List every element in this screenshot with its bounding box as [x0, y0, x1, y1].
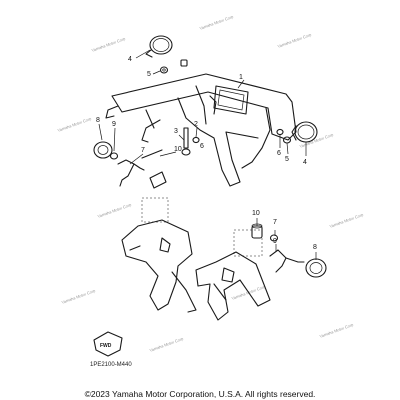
- part-3-bolt[interactable]: [181, 127, 191, 156]
- part-10-bushing-right[interactable]: [251, 223, 263, 239]
- part-10-bushing-left[interactable]: [141, 149, 167, 189]
- leader-lines: [98, 49, 317, 260]
- watermark: Yamaha Motor Corp: [91, 36, 127, 53]
- watermark: Yamaha Motor Corp: [277, 32, 313, 49]
- copyright-notice: ©2023 Yamaha Motor Corporation, U.S.A. A…: [84, 389, 316, 399]
- part-2-plate[interactable]: [213, 85, 249, 115]
- watermark: Yamaha Motor Corp: [61, 288, 97, 305]
- part-6-washer-left[interactable]: [192, 136, 200, 144]
- diagram-code: 1PE2100-M440: [90, 362, 132, 368]
- assembly-guide-left: [141, 197, 169, 223]
- callout-6-right[interactable]: 6: [277, 150, 281, 157]
- watermarks: Yamaha Motor Corp Yamaha Motor Corp Yama…: [57, 14, 365, 353]
- part-5-washer-top[interactable]: [159, 66, 169, 74]
- watermark: Yamaha Motor Corp: [199, 14, 235, 31]
- part-8-grip-left[interactable]: [93, 141, 113, 159]
- watermark: Yamaha Motor Corp: [329, 212, 365, 229]
- assembly-guide-right: [233, 229, 263, 257]
- part-6-washer-right[interactable]: [276, 128, 284, 136]
- callout-8-right[interactable]: 8: [313, 244, 317, 251]
- watermark: Yamaha Motor Corp: [57, 116, 93, 133]
- front-arrow-label: FWD: [100, 343, 112, 349]
- part-8-grip-right[interactable]: [305, 258, 327, 278]
- part-1-handle-frame[interactable]: [105, 73, 297, 187]
- right-bracket-assembly[interactable]: [195, 251, 271, 321]
- callout-9-left[interactable]: 9: [112, 121, 116, 128]
- watermark: Yamaha Motor Corp: [97, 202, 133, 219]
- callout-2[interactable]: 2: [194, 121, 198, 128]
- part-9-washer-left[interactable]: [109, 152, 119, 160]
- bolt-top[interactable]: [180, 59, 188, 67]
- callout-3[interactable]: 3: [174, 128, 178, 135]
- watermark: Yamaha Motor Corp: [319, 322, 355, 339]
- callout-4-right[interactable]: 4: [303, 159, 307, 166]
- part-7-lever-left[interactable]: [117, 159, 145, 187]
- part-7-lever-right[interactable]: [269, 249, 305, 273]
- front-arrow-icon: FWD: [93, 331, 123, 357]
- callout-1[interactable]: 1: [239, 74, 243, 81]
- left-bracket-assembly[interactable]: [121, 219, 197, 313]
- callout-9-right[interactable]: 9: [273, 238, 277, 245]
- callout-4-top[interactable]: 4: [128, 56, 132, 63]
- callout-5-right[interactable]: 5: [285, 156, 289, 163]
- part-4-grip-cap-left[interactable]: [145, 35, 173, 58]
- callout-8-left[interactable]: 8: [96, 117, 100, 124]
- callout-10-right[interactable]: 10: [252, 210, 260, 217]
- callout-7-left[interactable]: 7: [141, 147, 145, 154]
- callout-6-left[interactable]: 6: [200, 143, 204, 150]
- callout-10-left[interactable]: 10: [174, 146, 182, 153]
- callout-7-right[interactable]: 7: [273, 219, 277, 226]
- callouts: 4 5 1 8 9 7 10 3 2 6 6 5 4 10 7 9 8: [96, 56, 317, 251]
- callout-5-top[interactable]: 5: [147, 71, 151, 78]
- part-9-washer-right[interactable]: [269, 234, 279, 242]
- watermark: Yamaha Motor Corp: [149, 336, 185, 353]
